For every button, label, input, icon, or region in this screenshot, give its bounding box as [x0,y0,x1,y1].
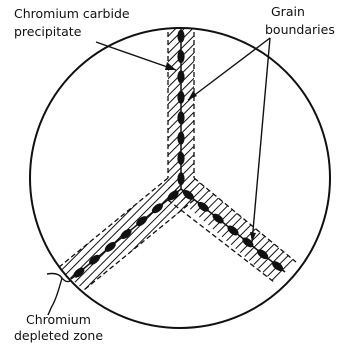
label-carbide-line1: Chromium carbide [14,6,130,21]
carbide-precipitate [177,152,184,165]
label-depleted-line2: depleted zone [14,328,103,343]
carbide-precipitate [177,172,184,185]
label-carbide-line2: precipitate [14,24,82,39]
depleted-zone-bracket [47,274,70,307]
carbide-precipitate [177,50,184,63]
carbide-precipitate [177,111,184,124]
carbide-precipitate [177,30,184,43]
carbide-precipitate [177,70,184,83]
label-grain-line1: Grain [271,4,305,19]
carbide-precipitate [177,91,184,104]
carbide-precipitate [177,132,184,145]
label-grain-line2: boundaries [265,22,335,37]
label-depleted-line1: Chromium [26,312,91,327]
